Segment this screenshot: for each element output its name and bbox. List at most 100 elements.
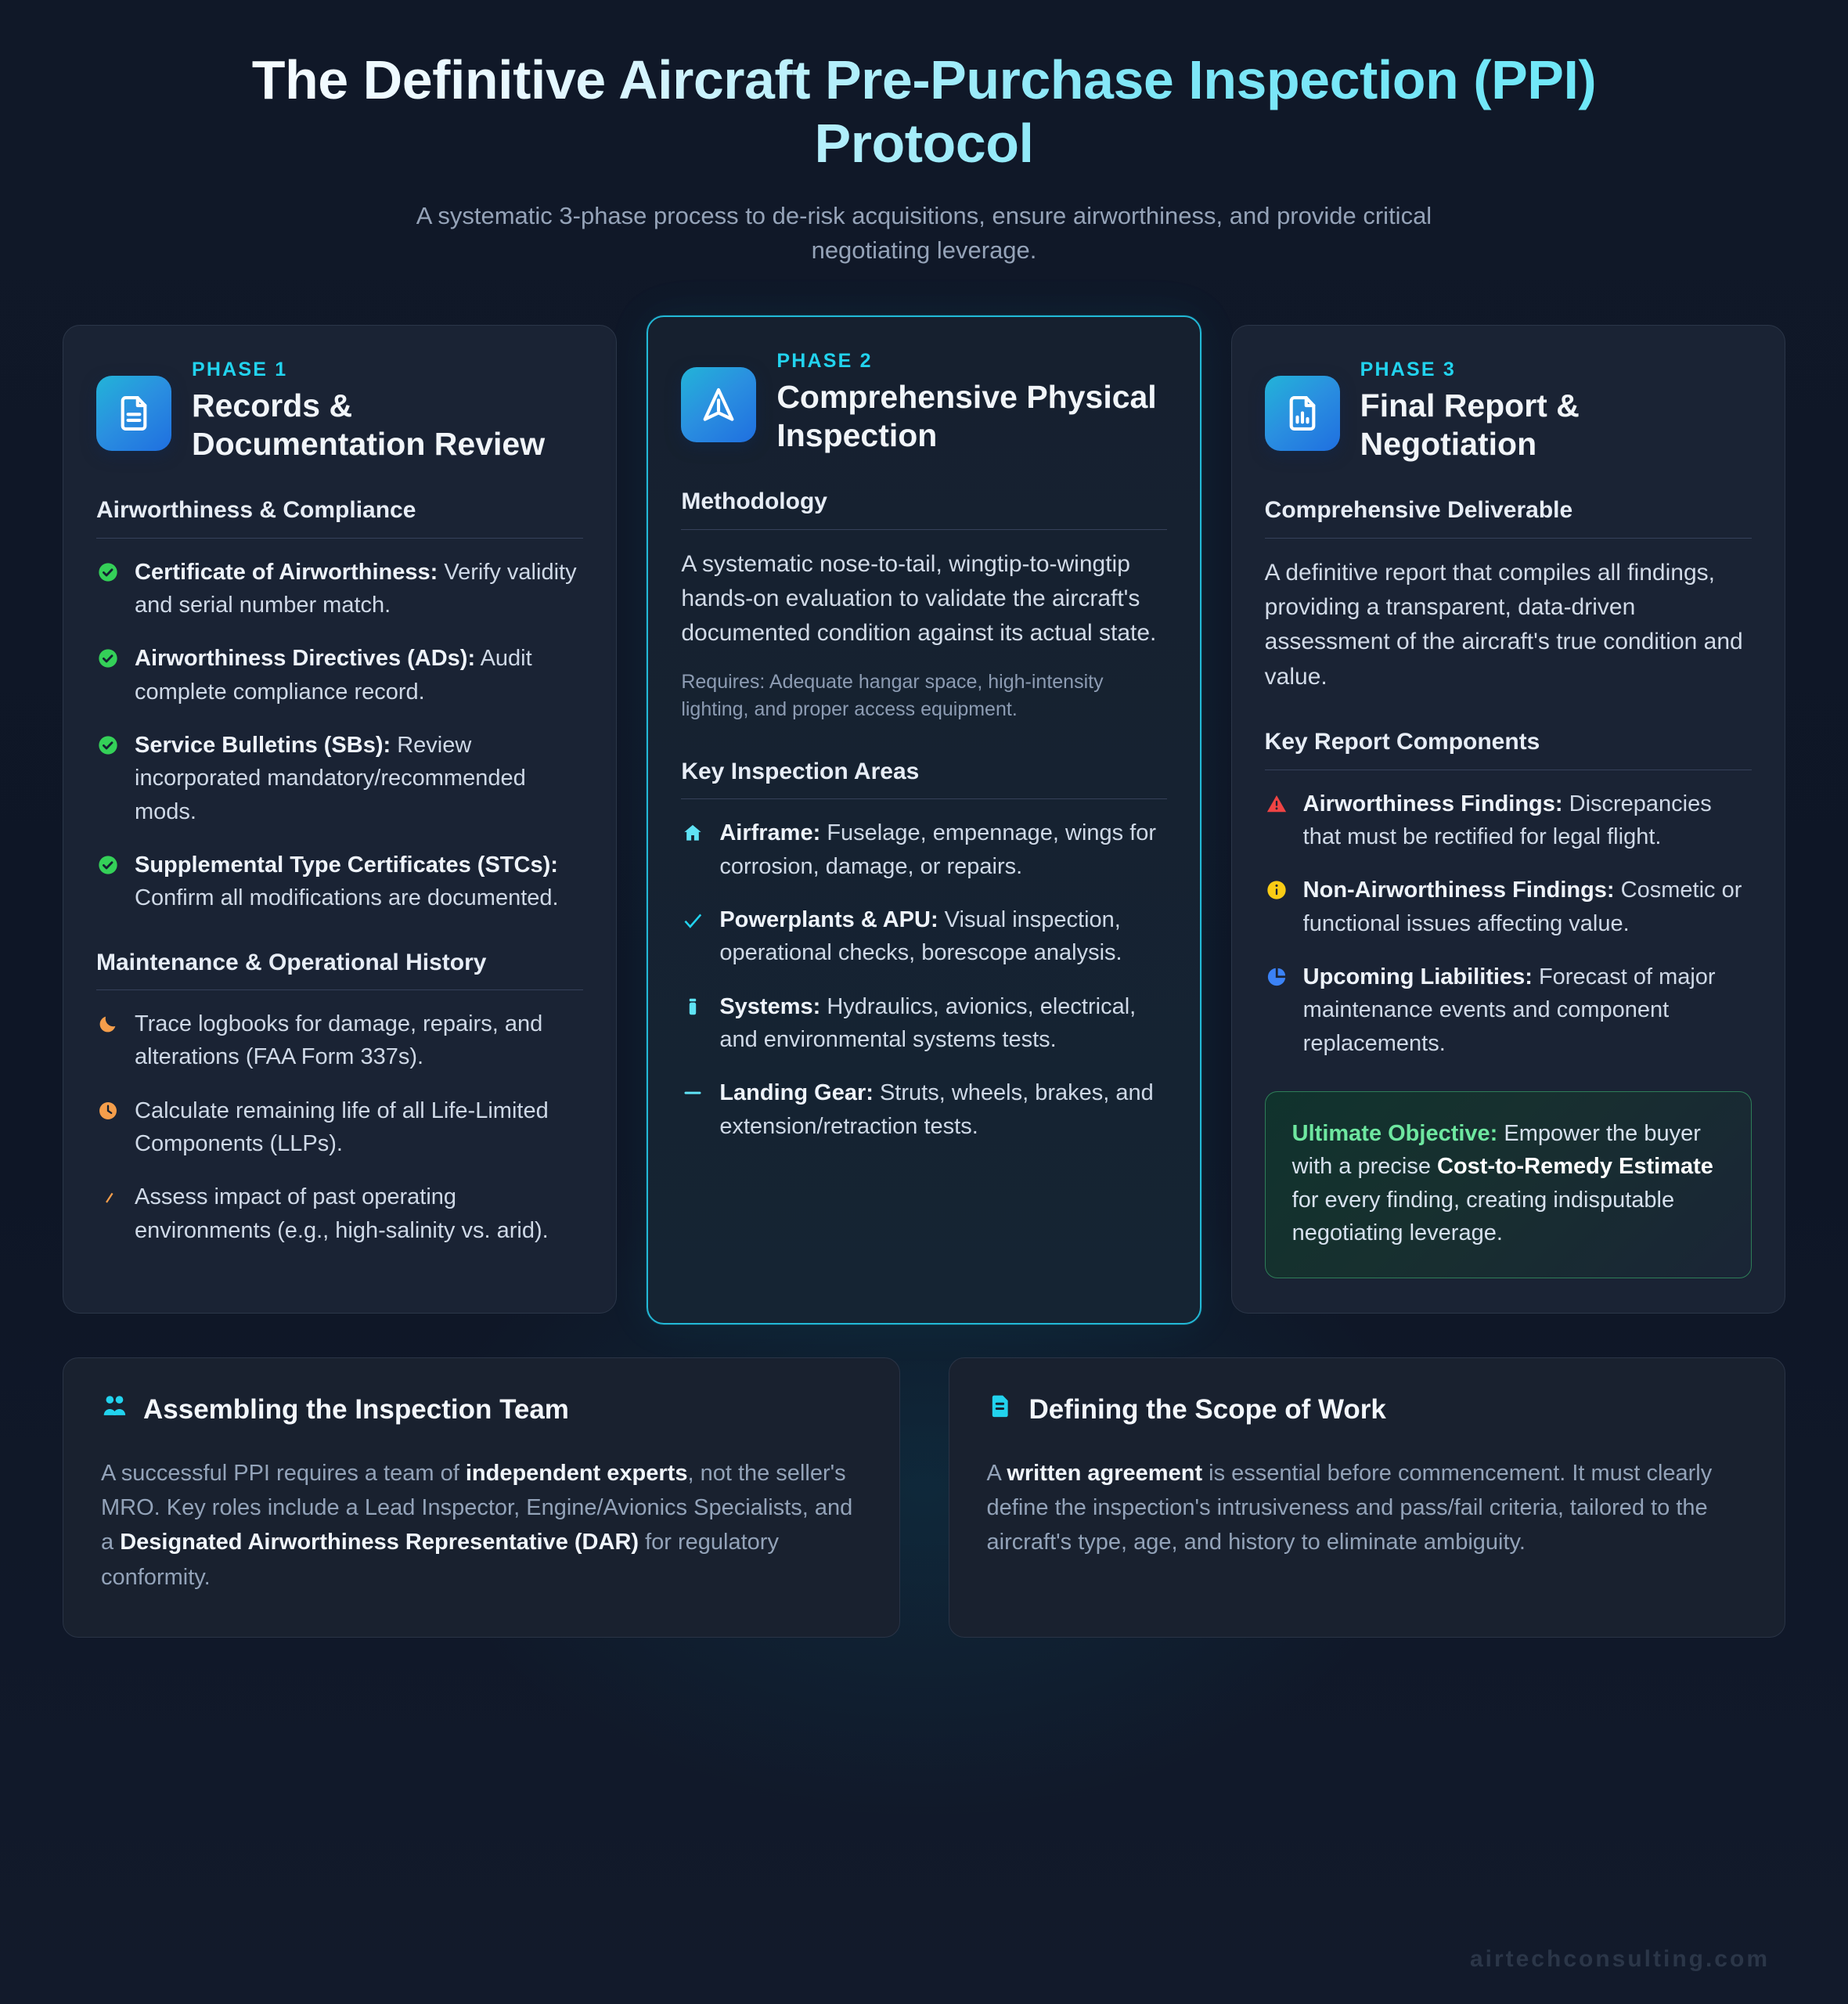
list-item: Supplemental Type Certificates (STCs): C… — [96, 849, 583, 915]
phase-header: PHASE 1 Records & Documentation Review — [96, 355, 583, 463]
objective-label: Ultimate Objective: — [1291, 1121, 1498, 1147]
methodology-text: A systematic nose-to-tail, wingtip-to-wi… — [681, 550, 1157, 647]
section-heading: Maintenance & Operational History — [96, 948, 584, 991]
bullet-lead: Non-Airworthiness Findings: — [1302, 878, 1615, 903]
list-item: Non-Airworthiness Findings: Cosmetic or … — [1265, 874, 1752, 940]
container-icon — [681, 990, 704, 1057]
check-circle-icon — [96, 642, 120, 708]
bullet-list: Trace logbooks for damage, repairs, and … — [96, 1007, 583, 1247]
list-item: Powerplants & APU: Visual inspection, op… — [681, 903, 1166, 970]
bullet-list: Certificate of Airworthiness: Verify val… — [96, 556, 583, 915]
page-title: The Definitive Aircraft Pre-Purchase Ins… — [63, 49, 1785, 175]
bottom-card-grid: Assembling the Inspection Team A successf… — [63, 1357, 1785, 1638]
list-item: Airworthiness Findings: Discrepancies th… — [1265, 788, 1752, 854]
check-icon — [681, 903, 704, 970]
watermark: airtechconsulting.com — [1469, 1946, 1770, 1972]
phase-kicker: PHASE 3 — [1360, 359, 1457, 381]
bullet-lead: Landing Gear: — [719, 1080, 874, 1106]
check-circle-icon — [96, 729, 120, 828]
list-item: Calculate remaining life of all Life-Lim… — [96, 1094, 583, 1161]
page-subtitle: A systematic 3-phase process to de-risk … — [416, 202, 1432, 265]
navigation-arrow-icon — [681, 367, 757, 443]
bullet-lead: Airworthiness Findings: — [1302, 791, 1563, 816]
bullet-lead: Upcoming Liabilities: — [1302, 964, 1533, 990]
list-item: Landing Gear: Struts, wheels, brakes, an… — [681, 1076, 1166, 1143]
bullet-text: Calculate remaining life of all Life-Lim… — [135, 1098, 549, 1157]
sliver-icon — [96, 1180, 120, 1247]
bullet-text: Airworthiness Findings: Discrepancies th… — [1302, 791, 1712, 850]
bullet-list: Airworthiness Findings: Discrepancies th… — [1265, 788, 1752, 1060]
phase-kicker: PHASE 2 — [776, 350, 873, 373]
bullet-lead: Airworthiness Directives (ADs): — [135, 646, 476, 672]
ultimate-objective-box: Ultimate Objective: Empower the buyer wi… — [1264, 1091, 1752, 1279]
list-item: Systems: Hydraulics, avionics, electrica… — [681, 990, 1166, 1057]
list-item: Airworthiness Directives (ADs): Audit co… — [96, 642, 583, 708]
deliverable-text: A definitive report that compiles all fi… — [1264, 559, 1743, 690]
bullet-lead: Certificate of Airworthiness: — [135, 559, 438, 585]
section-heading: Comprehensive Deliverable — [1264, 496, 1752, 539]
document-scope-icon — [987, 1393, 1014, 1426]
bullet-text: Certificate of Airworthiness: Verify val… — [135, 559, 577, 618]
list-item: Assess impact of past operating environm… — [96, 1180, 583, 1247]
bullet-text: Landing Gear: Struts, wheels, brakes, an… — [719, 1080, 1154, 1139]
list-item: Trace logbooks for damage, repairs, and … — [96, 1007, 583, 1074]
bullet-list: Airframe: Fuselage, empennage, wings for… — [681, 816, 1166, 1143]
phase-card-2: PHASE 2 Comprehensive Physical Inspectio… — [647, 315, 1201, 1325]
methodology-note: Requires: Adequate hangar space, high-in… — [681, 670, 1104, 721]
bullet-text: Powerplants & APU: Visual inspection, op… — [719, 906, 1122, 966]
clock-icon — [96, 1094, 120, 1161]
phase-header: PHASE 2 Comprehensive Physical Inspectio… — [681, 347, 1166, 454]
list-item: Certificate of Airworthiness: Verify val… — [96, 556, 583, 622]
bottom-card-1: Assembling the Inspection Team A successf… — [63, 1357, 900, 1638]
document-icon — [96, 376, 171, 452]
section-heading: Key Inspection Areas — [681, 757, 1167, 800]
bullet-text: Non-Airworthiness Findings: Cosmetic or … — [1302, 878, 1742, 936]
section-heading: Key Report Components — [1264, 727, 1752, 770]
bottom-card-body: A successful PPI requires a team of inde… — [101, 1461, 853, 1590]
bullet-lead: Powerplants & APU: — [719, 906, 938, 932]
phase-grid: PHASE 1 Records & Documentation Review A… — [63, 315, 1785, 1325]
phase-card-3: PHASE 3 Final Report & Negotiation Compr… — [1230, 325, 1785, 1314]
list-item: Upcoming Liabilities: Forecast of major … — [1265, 961, 1752, 1060]
bottom-card-title: Assembling the Inspection Team — [101, 1393, 862, 1426]
bullet-lead: Systems: — [719, 993, 821, 1019]
phase-title: Comprehensive Physical Inspection — [776, 379, 1157, 453]
users-icon — [101, 1393, 128, 1426]
bullet-text: Upcoming Liabilities: Forecast of major … — [1302, 964, 1716, 1056]
phase-kicker: PHASE 1 — [192, 359, 288, 381]
bottom-card-title: Defining the Scope of Work — [987, 1393, 1748, 1426]
list-item: Service Bulletins (SBs): Review incorpor… — [96, 729, 583, 828]
phase-title: Final Report & Negotiation — [1360, 387, 1580, 462]
bullet-lead: Supplemental Type Certificates (STCs): — [135, 852, 558, 878]
bullet-text: Airworthiness Directives (ADs): Audit co… — [135, 646, 532, 705]
check-circle-icon — [96, 556, 120, 622]
dash-icon — [681, 1076, 704, 1143]
report-chart-icon — [1264, 376, 1340, 452]
section-heading: Airworthiness & Compliance — [96, 496, 584, 539]
bottom-card-title-text: Assembling the Inspection Team — [143, 1393, 569, 1425]
bullet-lead: Service Bulletins (SBs): — [135, 732, 391, 758]
phase-card-1: PHASE 1 Records & Documentation Review A… — [63, 325, 618, 1314]
bullet-text: Airframe: Fuselage, empennage, wings for… — [719, 820, 1157, 879]
list-item: Airframe: Fuselage, empennage, wings for… — [681, 816, 1166, 883]
bullet-text: Supplemental Type Certificates (STCs): C… — [135, 852, 559, 911]
check-circle-icon — [96, 849, 120, 915]
section-heading: Methodology — [681, 487, 1167, 530]
phase-header: PHASE 3 Final Report & Negotiation — [1264, 355, 1752, 463]
warning-triangle-icon — [1265, 788, 1288, 854]
page-header: The Definitive Aircraft Pre-Purchase Ins… — [63, 0, 1785, 268]
bullet-text: Assess impact of past operating environm… — [135, 1184, 549, 1243]
info-circle-icon — [1265, 874, 1288, 940]
bullet-lead: Airframe: — [719, 820, 821, 846]
pie-chart-icon — [1265, 961, 1288, 1060]
bullet-text: Systems: Hydraulics, avionics, electrica… — [719, 993, 1137, 1052]
moon-icon — [96, 1007, 120, 1074]
bullet-text: Trace logbooks for damage, repairs, and … — [135, 1011, 543, 1070]
objective-bold: Cost-to-Remedy Estimate — [1437, 1154, 1713, 1180]
home-icon — [681, 816, 704, 883]
phase-title: Records & Documentation Review — [192, 387, 546, 462]
bullet-text: Service Bulletins (SBs): Review incorpor… — [135, 732, 526, 824]
bottom-card-title-text: Defining the Scope of Work — [1028, 1393, 1386, 1425]
